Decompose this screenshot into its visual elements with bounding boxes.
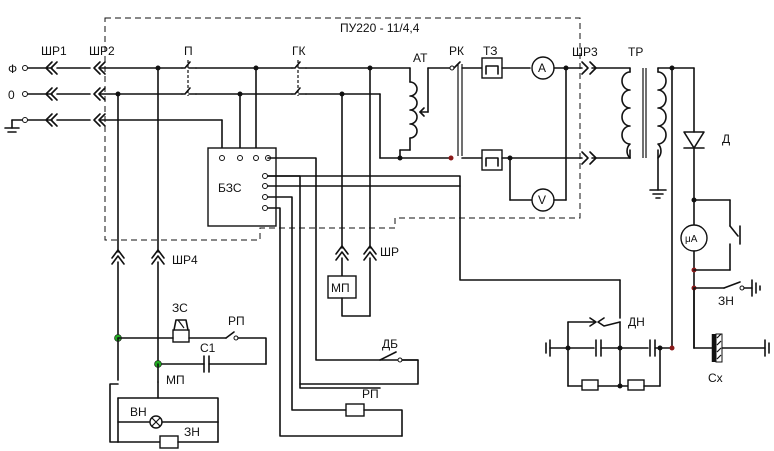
- switch-db: [299, 351, 419, 385]
- label-d: Д: [722, 132, 730, 146]
- label-shr1: ШР1: [41, 44, 67, 58]
- label-rp-bottom: РП: [362, 387, 379, 401]
- box-mp: МП: [327, 275, 357, 299]
- diode-d: [683, 67, 705, 226]
- ammeter: A: [531, 56, 555, 80]
- divider-dn: [545, 317, 673, 391]
- label-mp: МП: [166, 373, 185, 387]
- label-dn: ДН: [628, 315, 645, 329]
- lamp-vn: [117, 415, 219, 429]
- label-vn: ВН: [130, 405, 147, 419]
- label-phase: Ф: [8, 62, 17, 76]
- label-bzs: БЗС: [218, 181, 242, 195]
- capacitor-c1: [157, 355, 267, 373]
- svg-text:μA: μA: [685, 234, 698, 245]
- svg-text:A: A: [538, 61, 546, 75]
- label-zn-right: ЗН: [718, 294, 734, 308]
- label-rk: РК: [449, 44, 464, 58]
- switch-p: [181, 60, 197, 96]
- ground-icon-input: [4, 119, 20, 133]
- shunt-switch: [729, 199, 741, 271]
- alarm-zs: [172, 319, 190, 343]
- label-zero: 0: [8, 88, 15, 102]
- switch-zn-right: [723, 279, 761, 297]
- voltmeter: V: [531, 188, 555, 212]
- test-object-cx: [711, 333, 770, 363]
- label-c1: С1: [200, 341, 216, 355]
- unit-enclosure: [104, 17, 581, 241]
- switch-zn-left: [117, 421, 219, 449]
- label-tz: ТЗ: [483, 44, 497, 58]
- connector-shr3: [581, 61, 597, 165]
- svg-text:V: V: [538, 193, 546, 207]
- switch-gk: [291, 60, 307, 96]
- label-cx: Сх: [708, 371, 723, 385]
- unit-title: ПУ220 - 11/4,4: [340, 21, 420, 35]
- autotransformer-at: [397, 67, 429, 161]
- label-zs: ЗС: [172, 301, 188, 315]
- label-p: П: [184, 44, 193, 58]
- label-shr4: ШР4: [172, 253, 198, 267]
- connector-shr4: [111, 249, 165, 265]
- label-gk: ГК: [292, 44, 306, 58]
- label-db: ДБ: [382, 337, 398, 351]
- label-at: АТ: [413, 51, 428, 65]
- transformer-tr: [621, 67, 667, 191]
- block-bzs: [207, 147, 277, 227]
- label-zn-left: ЗН: [184, 425, 200, 439]
- relay-rp-bottom: [345, 403, 403, 437]
- svg-text:МП: МП: [331, 281, 350, 295]
- thermal-protection-tz: [481, 57, 503, 171]
- ground-icon-transformer: [649, 189, 667, 199]
- relay-contact-rk: [448, 61, 463, 161]
- microammeter: μA: [680, 224, 708, 252]
- connector-shr1-shr2: [27, 61, 106, 127]
- relay-rp-top: [225, 331, 267, 365]
- label-tr: ТР: [628, 45, 643, 59]
- label-shr-mp: ШР: [380, 245, 399, 259]
- label-shr2: ШР2: [89, 44, 115, 58]
- label-shr3: ШР3: [572, 45, 598, 59]
- label-rp-top: РП: [228, 314, 245, 328]
- connector-shr-mp: [335, 245, 377, 261]
